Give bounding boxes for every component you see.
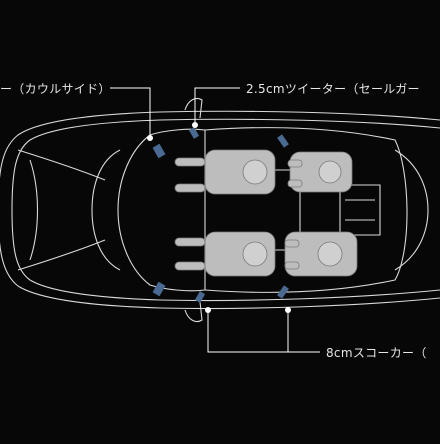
speakers xyxy=(152,127,289,303)
dot-door-left xyxy=(205,307,211,313)
door-speaker-right xyxy=(277,285,289,299)
rear-left-seat xyxy=(287,151,353,193)
cowl-speaker-right xyxy=(152,281,166,297)
rear-right-seat xyxy=(284,231,358,277)
front-left-seat xyxy=(174,149,276,195)
car-body-outline xyxy=(0,97,440,323)
leader-door xyxy=(207,310,320,353)
seats xyxy=(174,149,358,277)
tweeter-right xyxy=(194,291,206,303)
door-speaker-left xyxy=(277,134,289,148)
label-tweeter: 2.5cmツイーター（セールガー xyxy=(246,82,420,96)
leader-tweeter xyxy=(194,87,240,125)
leader-dots xyxy=(147,122,291,313)
front-right-seat xyxy=(174,231,276,277)
dot-tweeter xyxy=(192,122,198,128)
dot-cowl xyxy=(147,135,153,141)
tweeter-left xyxy=(188,127,200,139)
leader-cowl xyxy=(110,87,151,138)
label-door-speaker: 8cmスコーカー（ xyxy=(326,346,427,360)
label-cowl-speaker: ー（カウルサイド） xyxy=(0,82,111,96)
leader-lines xyxy=(110,87,320,353)
dot-door-right xyxy=(285,307,291,313)
cowl-speaker-left xyxy=(152,143,166,159)
